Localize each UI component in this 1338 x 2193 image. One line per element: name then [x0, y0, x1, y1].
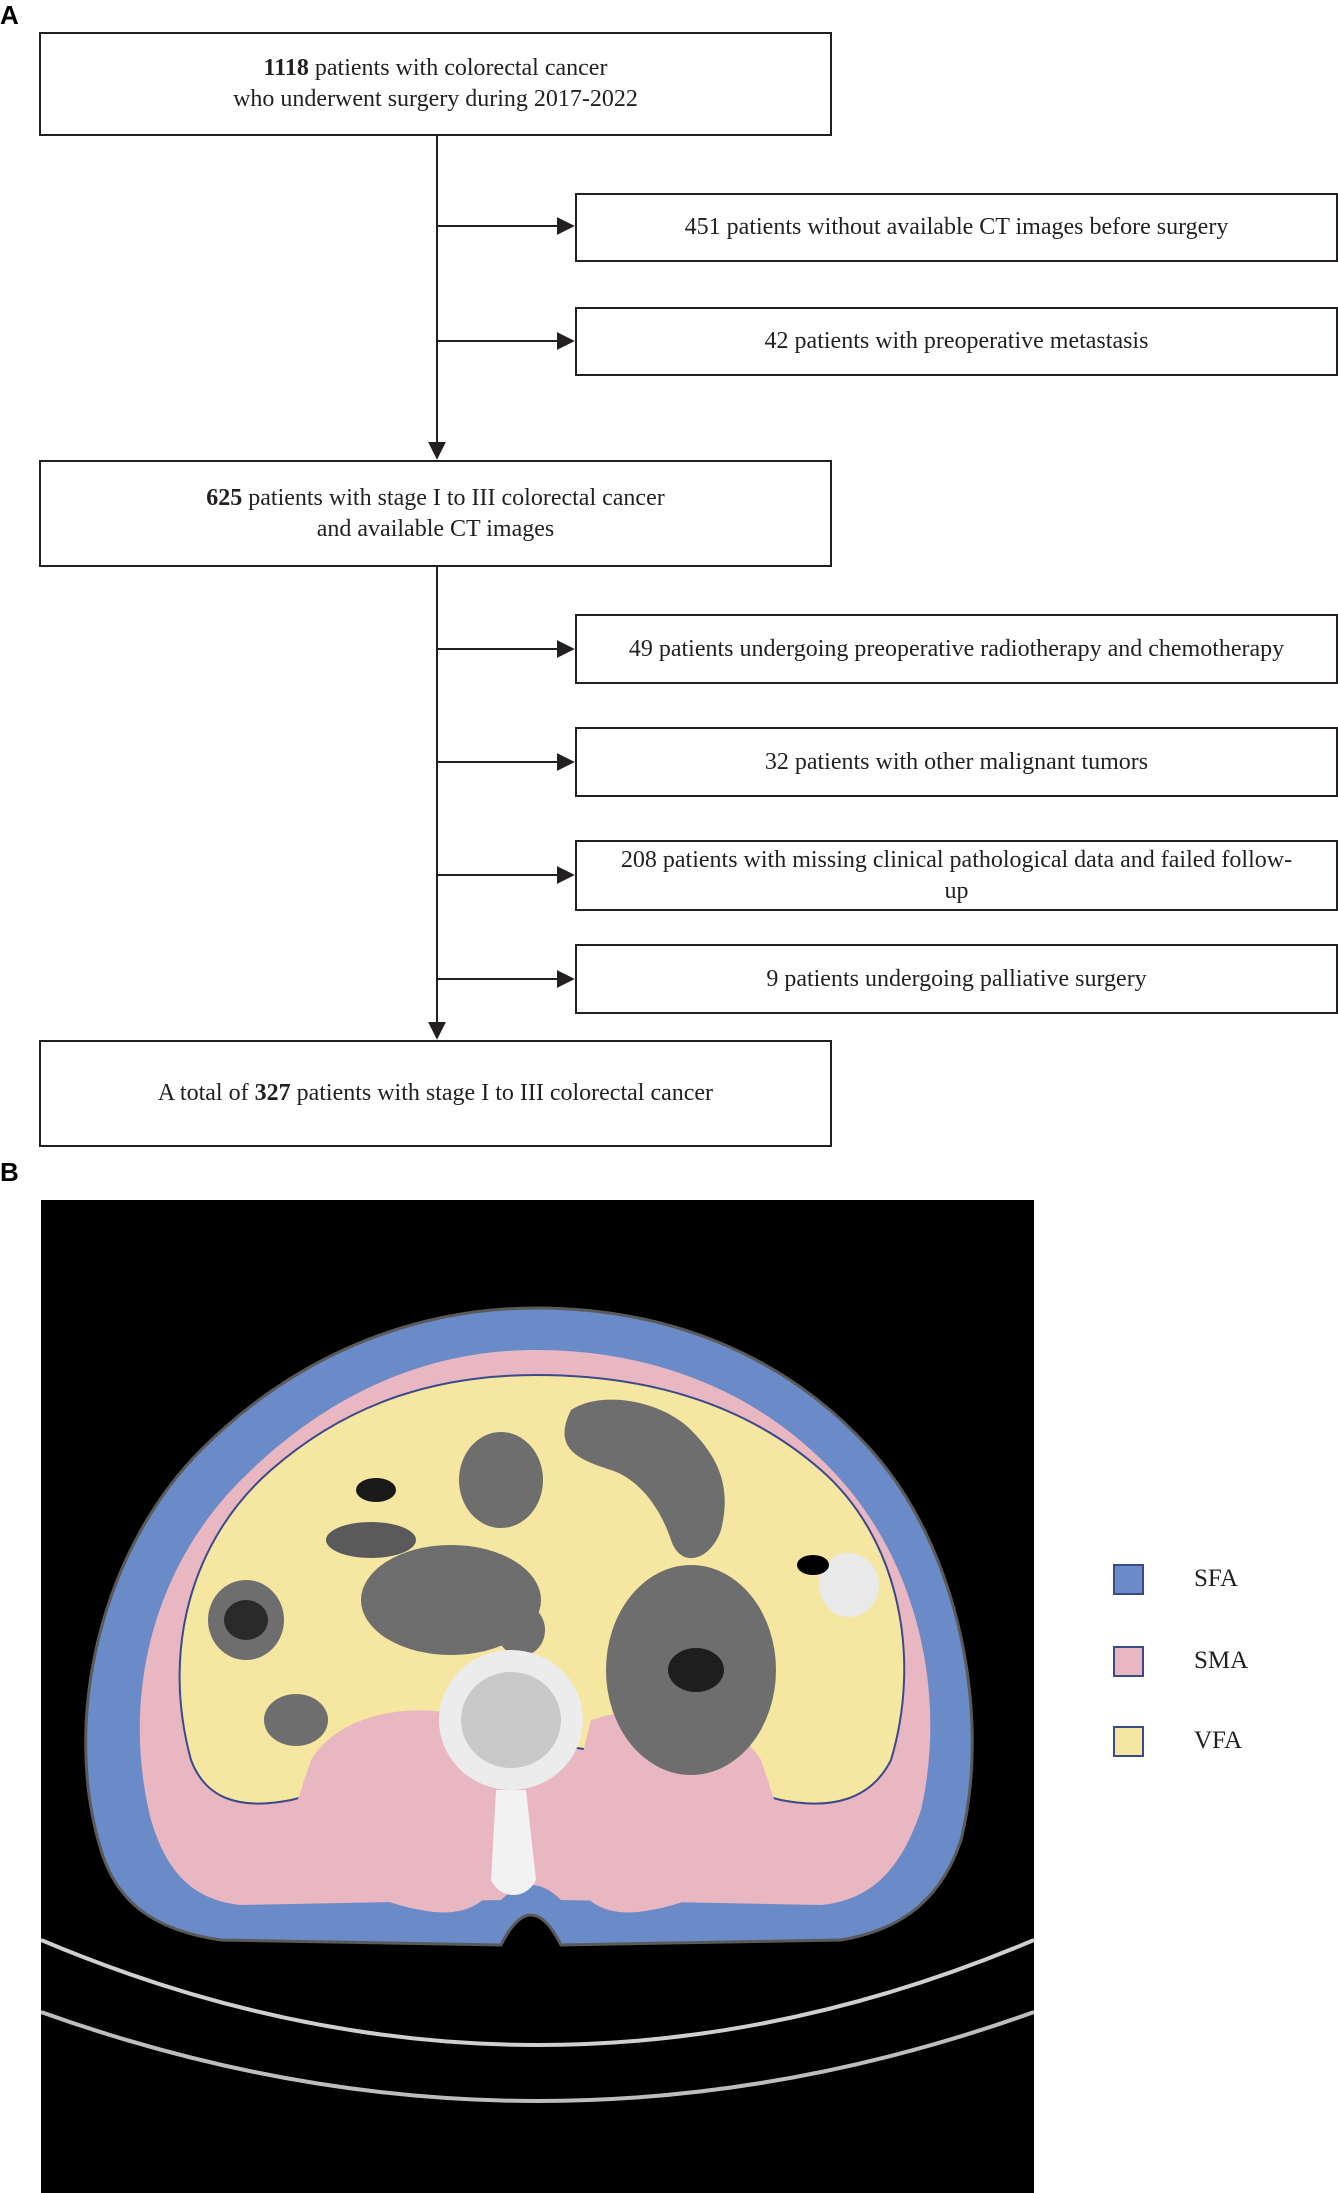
exclusion-box-palliative: 9 patients undergoing palliative surgery	[575, 944, 1338, 1014]
colon-left-gas	[224, 1600, 268, 1640]
initial-cohort-box: 1118 patients with colorectal cancer who…	[39, 32, 832, 136]
initial-text-2: who underwent surgery during 2017-2022	[233, 86, 638, 112]
kidney-right-hilum	[668, 1648, 724, 1692]
exclusion-text-no-ct: 451 patients without available CT images…	[684, 214, 1229, 240]
exclusion-box-radiochemo: 49 patients undergoing preoperative radi…	[575, 614, 1338, 684]
exclusion-text-palliative: 9 patients undergoing palliative surgery	[766, 965, 1147, 992]
legend-label-sfa: SFA	[1194, 1565, 1239, 1592]
vertebral-body-inner	[461, 1672, 561, 1768]
exclusion-box-other-tumors: 32 patients with other malignant tumors	[575, 727, 1338, 797]
legend-swatch-vfa	[1113, 1725, 1144, 1757]
bowel-gas-1	[326, 1522, 416, 1558]
panel-b-label-visible: B	[0, 1157, 19, 1187]
intermediate-cohort-box: 625 patients with stage I to III colorec…	[39, 460, 832, 567]
duodenum	[361, 1545, 541, 1655]
final-text-pre: A total of	[157, 1080, 255, 1106]
legend-swatch-sfa	[1113, 1563, 1144, 1595]
ct-table-line-2	[41, 2010, 1034, 2103]
bowel-gas-2	[356, 1478, 396, 1502]
initial-count: 1118	[263, 55, 309, 81]
exclusion-box-metastasis: 42 patients with preoperative metastasis	[575, 307, 1338, 376]
legend-item-sfa: SFA	[1113, 1563, 1238, 1595]
exclusion-text-missing-data-1: 208 patients with missing clinical patho…	[620, 846, 1293, 873]
ct-table-line-1	[41, 1938, 1034, 2047]
bowel-loop-top	[564, 1399, 725, 1559]
bowel-loop-center	[459, 1432, 543, 1528]
intermediate-text-2: and available CT images	[316, 515, 555, 542]
descending-colon	[819, 1553, 879, 1617]
legend-label-vfa: VFA	[1194, 1727, 1243, 1754]
intermediate-count: 625	[206, 484, 243, 511]
ct-scan-graphic	[41, 1200, 1034, 2193]
final-cohort-box: A total of 327 patients with stage I to …	[39, 1040, 832, 1147]
legend-label-sma: SMA	[1194, 1647, 1249, 1674]
legend-item-vfa: VFA	[1113, 1725, 1242, 1757]
exclusion-text-other-tumors: 32 patients with other malignant tumors	[764, 748, 1149, 775]
spinous-process	[491, 1790, 536, 1895]
flow-connectors	[428, 135, 575, 1040]
exclusion-text-metastasis: 42 patients with preoperative metastasis	[764, 328, 1149, 354]
legend-item-sma: SMA	[1113, 1645, 1248, 1677]
bowel-small-left	[264, 1694, 328, 1746]
exclusion-text-radiochemo: 49 patients undergoing preoperative radi…	[628, 635, 1285, 662]
final-count: 327	[254, 1080, 291, 1106]
panel-a-label: A	[0, 0, 19, 30]
intermediate-text-1: patients with stage I to III colorectal …	[242, 484, 665, 511]
legend-swatch-sma	[1113, 1645, 1144, 1677]
aorta	[497, 1604, 545, 1656]
final-text-post: patients with stage I to III colorectal …	[290, 1080, 714, 1106]
initial-text-1: patients with colorectal cancer	[308, 55, 608, 81]
exclusion-box-no-ct: 451 patients without available CT images…	[575, 193, 1338, 262]
ct-segmentation-image	[41, 1200, 1034, 2193]
descending-colon-gas	[797, 1555, 829, 1575]
exclusion-box-missing-data: 208 patients with missing clinical patho…	[575, 840, 1338, 911]
exclusion-text-missing-data-2: up	[944, 877, 969, 904]
